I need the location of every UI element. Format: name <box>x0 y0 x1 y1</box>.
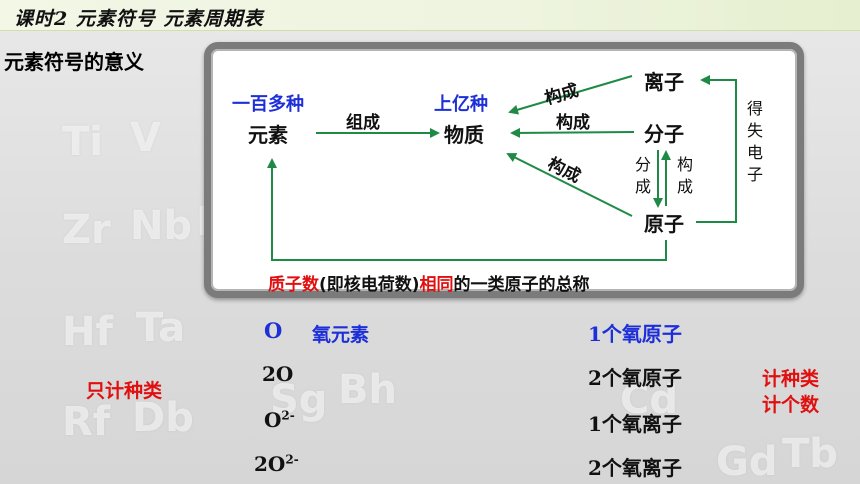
bg-symbol: Gd <box>716 439 778 484</box>
node-ion: 离子 <box>644 70 684 94</box>
bg-symbol: Ta <box>136 305 186 351</box>
bg-symbol: Rf <box>62 399 111 445</box>
meaning-oxygen-element: 氧元素 <box>312 324 370 346</box>
label-split: 分成 <box>634 155 651 196</box>
meaning-two-atoms: 2个氧原子 <box>588 366 682 390</box>
symbol-o: O <box>264 318 283 343</box>
bg-symbol: Cd <box>620 377 678 423</box>
node-molecule: 分子 <box>644 122 684 146</box>
symbol-o-ion: O2- <box>264 408 295 432</box>
arrow-molecule-substance <box>510 127 635 138</box>
node-element: 元素 <box>248 123 288 147</box>
definition-same: 相同 <box>419 275 454 295</box>
count-label-element: 一百多种 <box>232 94 304 115</box>
section-title: 元素符号的意义 <box>4 50 144 74</box>
node-substance: 物质 <box>444 123 484 147</box>
meaning-one-ion: 1个氧离子 <box>588 412 682 436</box>
definition-proton-number: 质子数 <box>268 275 319 295</box>
count-label-substance: 上亿种 <box>434 94 488 115</box>
arrow-gain-lose <box>696 75 737 223</box>
definition-nuclear-charge: (即核电荷数) <box>319 275 420 295</box>
label-gain-lose-electrons: 得失电子 <box>746 99 763 184</box>
arrow-atom-element <box>267 158 667 261</box>
symbol-2o: 2O <box>262 362 294 386</box>
meaning-one-atom: 1个氧原子 <box>588 322 682 346</box>
header-bar: 课时2 元素符号 元素周期表 <box>0 0 860 31</box>
bg-symbol: Tb <box>782 431 838 477</box>
bg-symbol: Db <box>132 395 194 441</box>
bg-symbol: Hf <box>62 309 113 355</box>
bg-symbol: Ti <box>62 119 103 165</box>
arrow-ion-substance <box>508 75 633 115</box>
element-definition: 质子数(即核电荷数)相同的一类原子的总称 <box>268 270 590 295</box>
arrow-atom-substance <box>506 153 633 217</box>
bg-symbol: V <box>130 115 161 161</box>
bg-symbol: Nb <box>130 203 193 249</box>
definition-rest: 的一类原子的总称 <box>453 275 590 295</box>
label-build: 构成 <box>676 155 693 196</box>
note-count-kind: 计种类 <box>762 368 820 390</box>
bg-symbol: Sg <box>270 377 328 423</box>
bg-symbol: Zr <box>62 207 111 253</box>
bg-symbol: Bh <box>338 367 397 413</box>
note-only-kind: 只计种类 <box>86 380 163 402</box>
meaning-two-ions: 2个氧离子 <box>588 456 682 480</box>
verb-compose: 组成 <box>346 113 380 133</box>
lesson-title: 课时2 元素符号 元素周期表 <box>14 8 264 30</box>
symbol-2o-ion: 2O2- <box>254 452 299 476</box>
verb-molecule: 构成 <box>556 113 590 133</box>
note-count-number: 计个数 <box>762 394 820 416</box>
node-atom: 原子 <box>644 212 684 236</box>
